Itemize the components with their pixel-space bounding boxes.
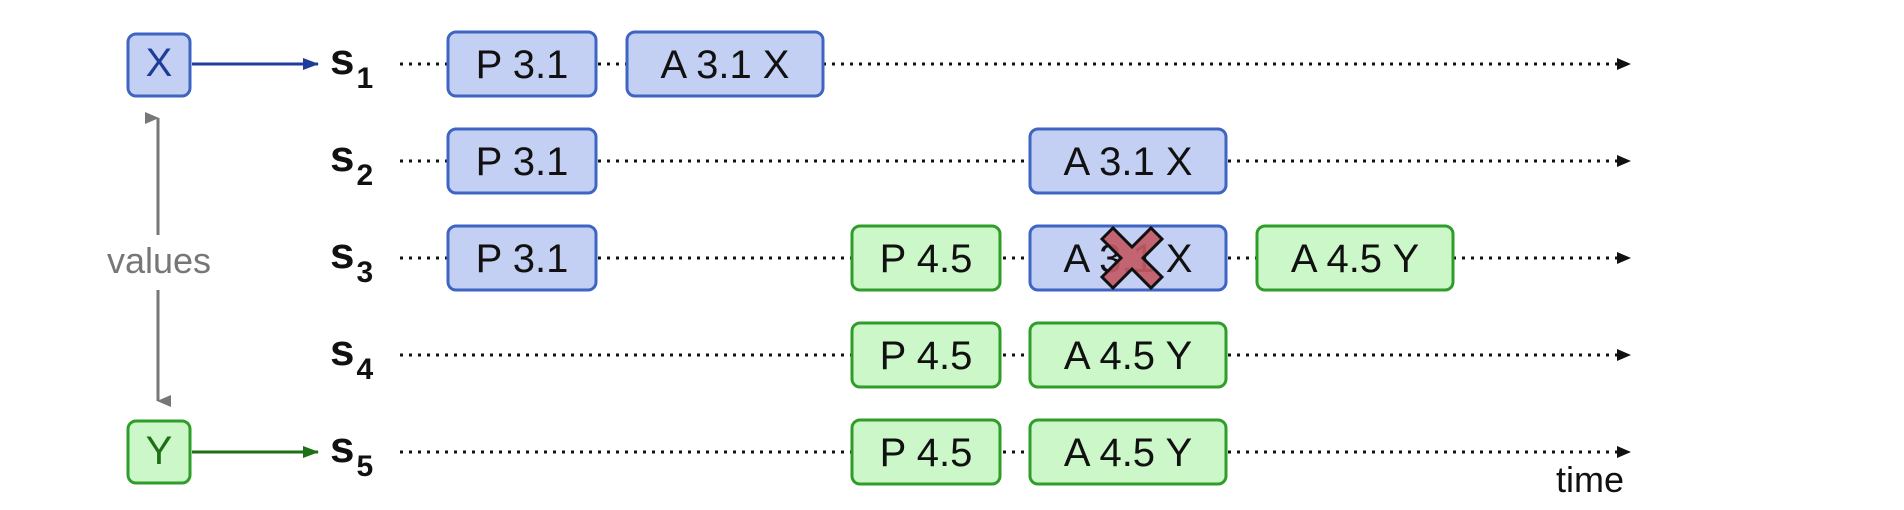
message-text: P 4.5 — [880, 237, 973, 281]
value-y-node: Y — [126, 419, 192, 485]
row-label-s2: s2 — [330, 132, 373, 192]
message-box-s3-2: P 4.5 — [850, 224, 1002, 292]
message-box-s5-1: P 4.5 — [850, 418, 1002, 486]
value-y-label: Y — [146, 429, 173, 473]
message-text: A 3.1 X — [661, 43, 790, 87]
message-text: A 4.5 Y — [1064, 431, 1192, 475]
message-box-s2-2: A 3.1 X — [1028, 127, 1228, 195]
message-text: P 3.1 — [476, 237, 569, 281]
timeline-lines — [400, 58, 1631, 458]
time-axis-label: time — [1556, 459, 1624, 500]
value-x-node: X — [126, 32, 192, 98]
row-label-s4: s4 — [330, 326, 373, 386]
row-label-s1: s1 — [330, 35, 373, 95]
message-box-s1-1: P 3.1 — [446, 30, 598, 98]
message-text: P 3.1 — [476, 140, 569, 184]
message-text: P 4.5 — [880, 334, 973, 378]
values-axis-label: values — [107, 240, 211, 281]
message-text: A 4.5 Y — [1064, 334, 1192, 378]
message-box-s3-3: A 3.1 X — [1028, 224, 1228, 292]
message-box-s1-2: A 3.1 X — [625, 30, 825, 98]
message-box-s3-1: P 3.1 — [446, 224, 598, 292]
row-labels: s1 s2 s3 s4 s5 — [330, 35, 373, 483]
message-box-s3-4: A 4.5 Y — [1255, 224, 1455, 292]
message-text: P 3.1 — [476, 43, 569, 87]
rejected-cross-icon — [1099, 225, 1165, 291]
message-boxes: P 3.1 A 3.1 X P 3.1 A 3.1 X P 3.1 P 4.5 A 3.1 … — [446, 30, 1455, 486]
message-text: P 4.5 — [880, 431, 973, 475]
row-label-s3: s3 — [330, 229, 373, 289]
value-x-label: X — [146, 41, 173, 85]
message-box-s4-2: A 4.5 Y — [1028, 321, 1228, 389]
message-box-s4-1: P 4.5 — [850, 321, 1002, 389]
message-text: A 3.1 X — [1064, 140, 1193, 184]
message-text: A 4.5 Y — [1291, 237, 1419, 281]
message-box-s2-1: P 3.1 — [446, 127, 598, 195]
row-label-s5: s5 — [330, 423, 373, 483]
message-box-s5-2: A 4.5 Y — [1028, 418, 1228, 486]
